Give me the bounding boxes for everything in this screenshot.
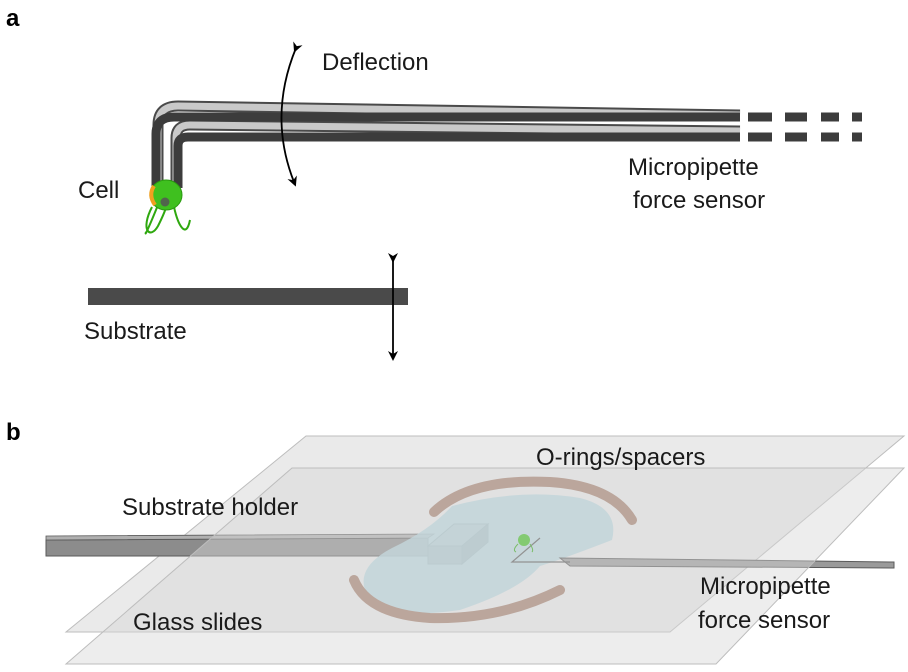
medium-liquid — [363, 494, 614, 614]
substrate-label: Substrate — [84, 318, 187, 345]
substrate-bar — [88, 288, 408, 305]
deflection-label: Deflection — [322, 49, 429, 76]
glass-slide-bottom — [64, 467, 906, 665]
double-arrow-curved-icon — [280, 41, 303, 187]
oring-bottom — [349, 575, 565, 624]
oring-top — [429, 476, 637, 525]
micropipette-label-line2: force sensor — [633, 187, 765, 214]
micropipette-force-sensor — [151, 112, 862, 188]
panel-a: a — [6, 5, 862, 361]
micropipette-b-label-line2: force sensor — [698, 607, 830, 634]
panel-b-letter: b — [6, 419, 21, 446]
panel-b: b O-rings/spacers Substrate holder Glass… — [6, 419, 906, 665]
micropipette-b-label-line1: Micropipette — [700, 573, 831, 600]
micropipette-label-line1: Micropipette — [628, 154, 759, 181]
glass-slides-label: Glass slides — [133, 609, 262, 636]
panel-a-letter: a — [6, 5, 20, 32]
pipette-dashes — [748, 112, 862, 142]
orings-label: O-rings/spacers — [536, 444, 705, 471]
cell — [144, 179, 191, 235]
cell-label: Cell — [78, 177, 119, 204]
substrate-holder-label: Substrate holder — [122, 494, 298, 521]
